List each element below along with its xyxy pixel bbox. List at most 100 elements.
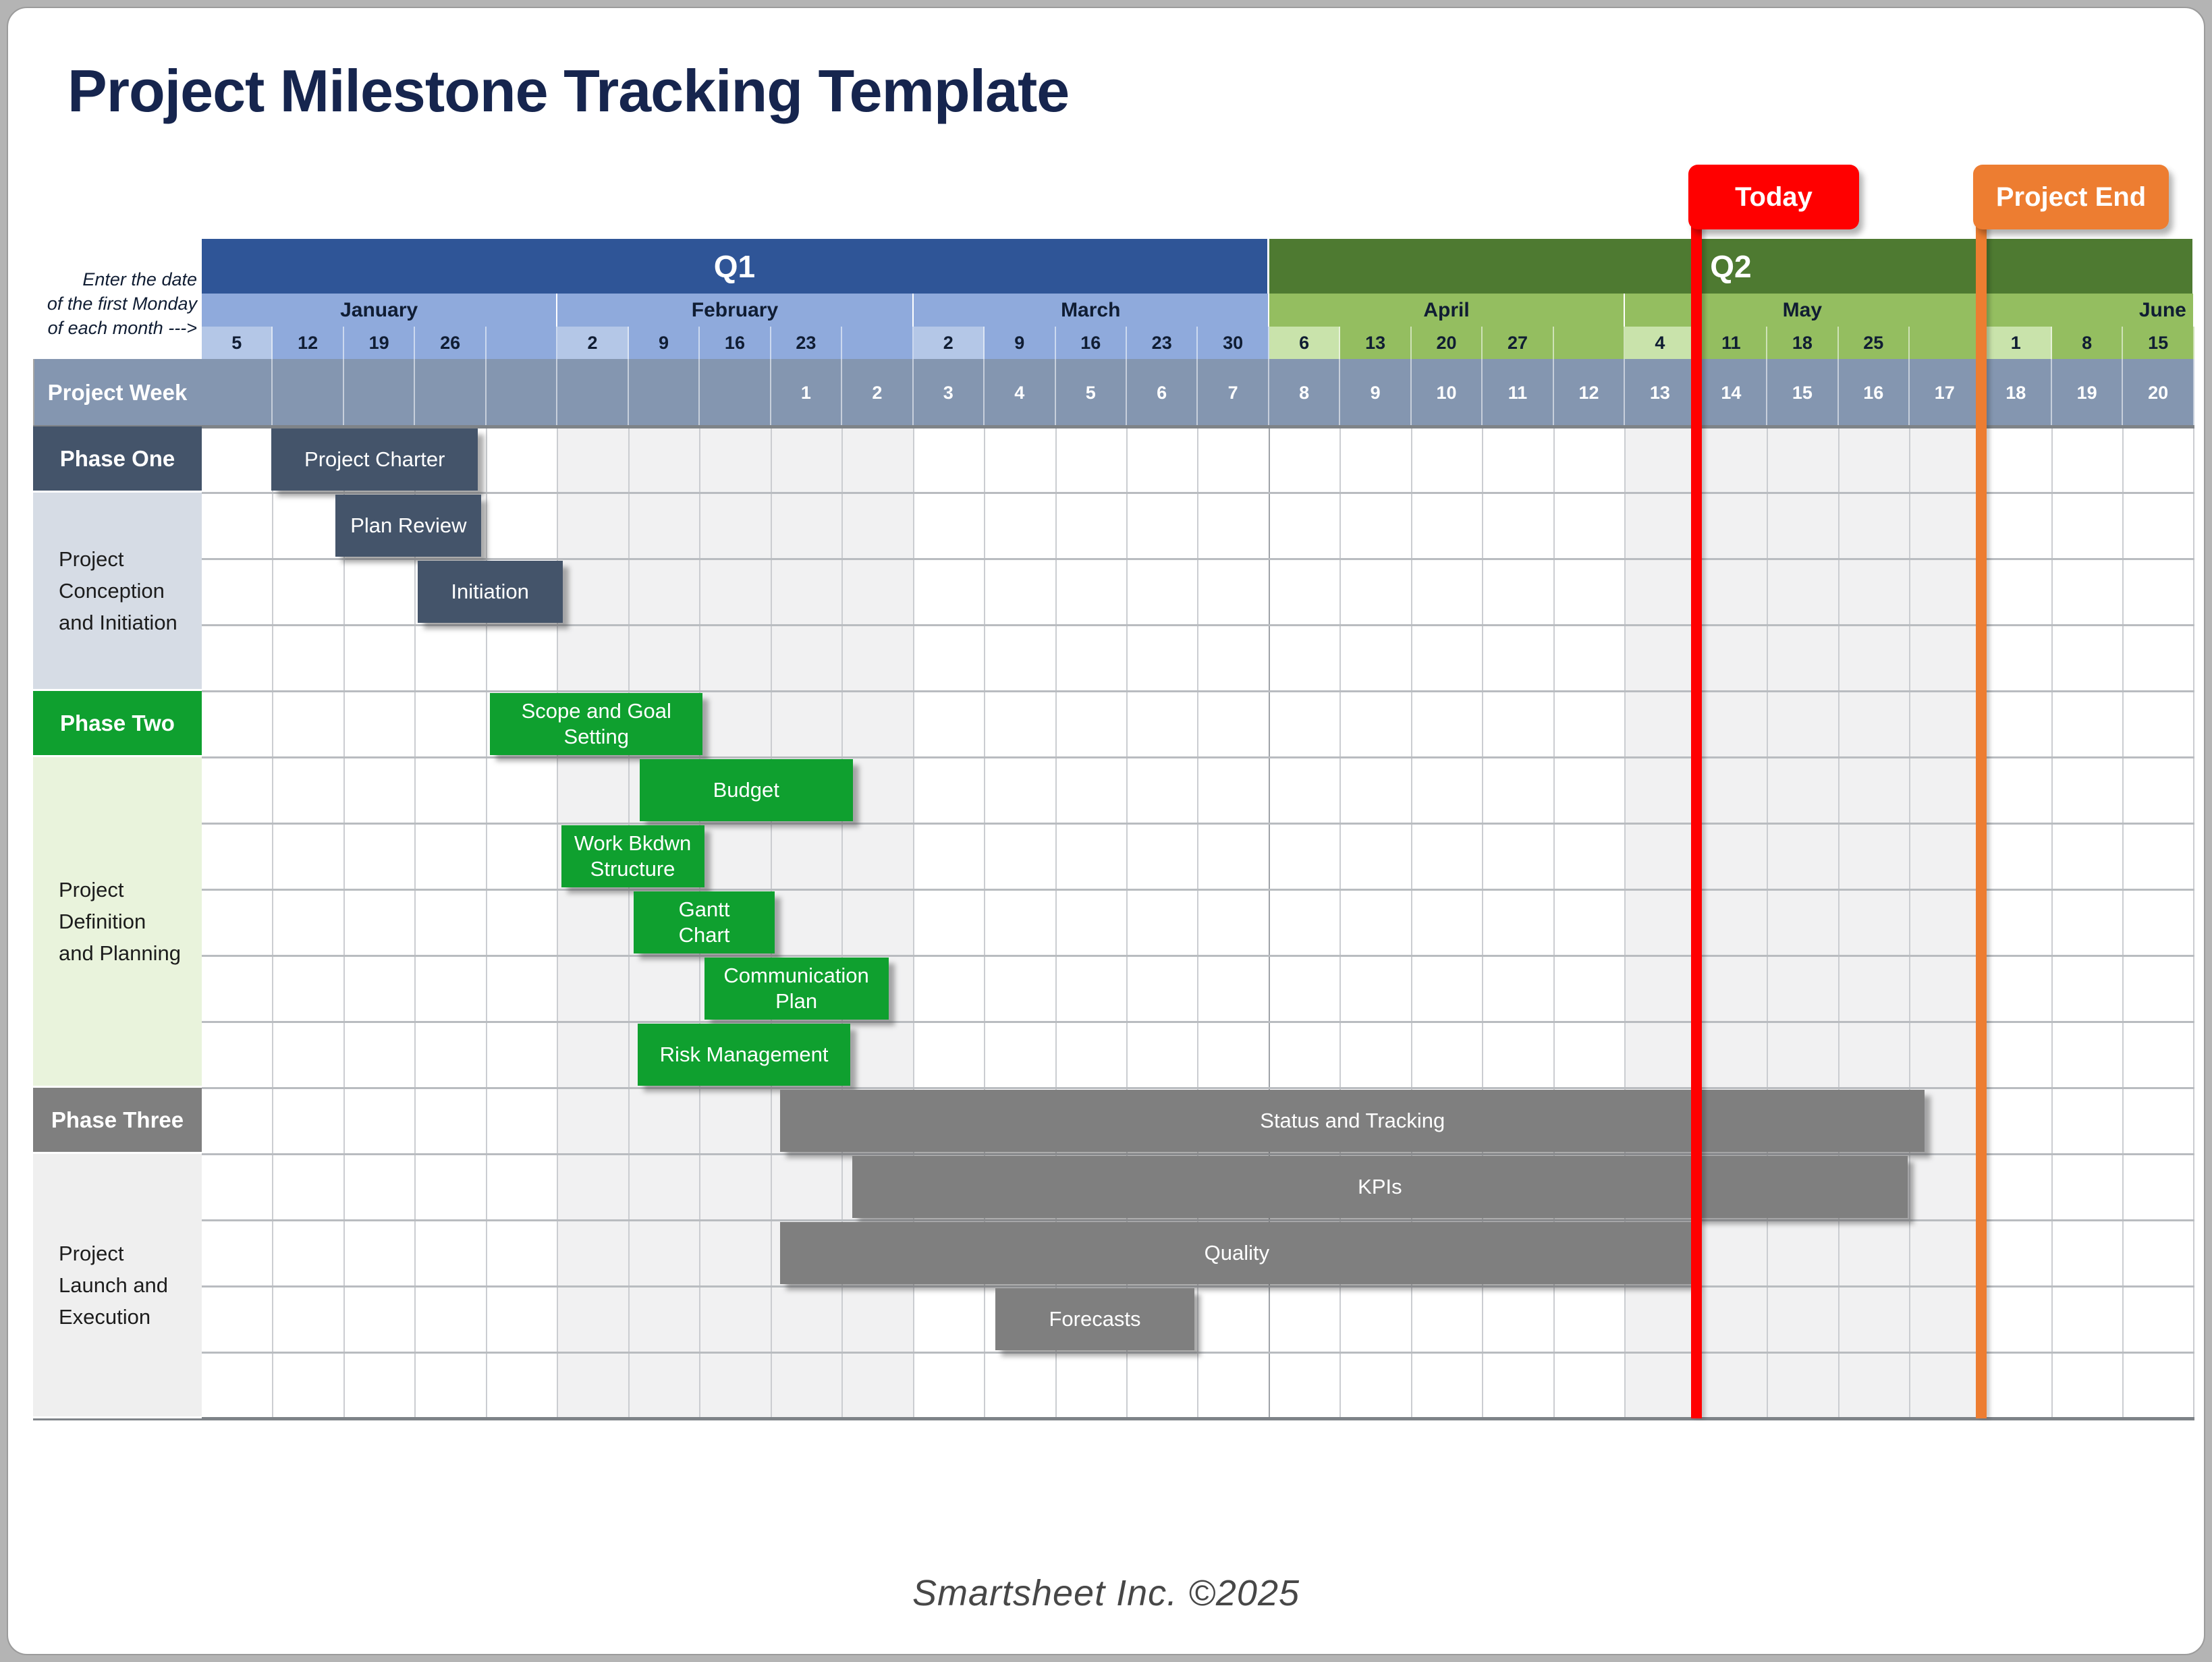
- week-number-cell: 16: [1838, 359, 1910, 426]
- grid-vline: [1553, 426, 1555, 1418]
- quarter-header: Q2: [1269, 239, 2194, 294]
- week-number-cell: 7: [1198, 359, 1269, 426]
- date-cell: 26: [415, 327, 487, 359]
- week-number-cell: [628, 359, 700, 426]
- date-cell: [1910, 327, 1981, 359]
- date-cell: 30: [1198, 327, 1269, 359]
- grid-vline: [912, 426, 914, 1418]
- date-cell: 11: [1696, 327, 1768, 359]
- grid-hline: [33, 1153, 2194, 1155]
- date-cell: 25: [1838, 327, 1910, 359]
- task-bar[interactable]: Quality: [780, 1222, 1694, 1284]
- week-number-cell: 11: [1483, 359, 1554, 426]
- grid-hline: [33, 1021, 2194, 1023]
- grid-vline: [272, 426, 274, 1418]
- grid-vline: [1126, 426, 1128, 1418]
- week-number-cell: 20: [2123, 359, 2194, 426]
- today-flag-label: Today: [1735, 182, 1813, 212]
- grid-vline: [1624, 426, 1626, 1418]
- date-cell: 9: [985, 327, 1056, 359]
- date-cell: 15: [2123, 327, 2194, 359]
- project-end-flag[interactable]: Project End: [1973, 165, 2169, 229]
- date-cell: 18: [1767, 327, 1839, 359]
- grid-vline: [2122, 426, 2124, 1418]
- grid-vline: [485, 426, 487, 1418]
- today-flag[interactable]: Today: [1688, 165, 1859, 229]
- grid-hline: [33, 558, 2194, 560]
- week-number-cell: [343, 359, 416, 426]
- footer-credit: Smartsheet Inc. ©2025: [912, 1573, 1300, 1613]
- grid-vline: [2051, 426, 2053, 1418]
- week-number-cell: [273, 359, 344, 426]
- today-line[interactable]: [1690, 224, 1702, 1418]
- grid-vline: [1197, 426, 1199, 1418]
- month-header: February: [557, 294, 914, 327]
- task-bar[interactable]: Risk Management: [638, 1024, 850, 1086]
- instruction-line: of the first Monday: [47, 294, 197, 314]
- instruction-note: Enter the date of the first Monday of ea…: [28, 267, 197, 340]
- task-bar[interactable]: KPIs: [852, 1156, 1908, 1218]
- task-bar[interactable]: Initiation: [417, 561, 563, 623]
- week-number-cell: 14: [1696, 359, 1768, 426]
- grid-hline: [33, 1417, 2194, 1420]
- instruction-line: Enter the date: [82, 269, 197, 289]
- week-number-cell: 9: [1340, 359, 1412, 426]
- week-number-cell: 15: [1767, 359, 1839, 426]
- week-number-cell: 13: [1625, 359, 1696, 426]
- grid-hline: [33, 624, 2194, 626]
- task-bar[interactable]: Project Charter: [271, 428, 478, 491]
- task-bar[interactable]: Budget: [639, 759, 853, 821]
- date-cell: 4: [1625, 327, 1696, 359]
- date-cell: 13: [1340, 327, 1412, 359]
- week-number-cell: [202, 359, 273, 426]
- month-header: March: [913, 294, 1269, 327]
- week-number-cell: 17: [1910, 359, 1981, 426]
- week-row-label-cell: Project Week: [33, 359, 202, 426]
- month-header: June: [1981, 294, 2194, 327]
- grid-hline: [33, 889, 2194, 891]
- grid-right-border: [2192, 426, 2194, 1418]
- date-cell: 2: [557, 327, 629, 359]
- week-number-cell: 1: [771, 359, 843, 426]
- phase-header: Phase Three: [33, 1088, 202, 1154]
- month-header: April: [1269, 294, 1626, 327]
- week-number-cell: 10: [1411, 359, 1483, 426]
- date-cell: 5: [202, 327, 273, 359]
- date-cell: [1553, 327, 1626, 359]
- month-header: May: [1625, 294, 1981, 327]
- date-cell: 23: [1126, 327, 1198, 359]
- grid-hline: [33, 955, 2194, 957]
- grid-vline: [1482, 426, 1484, 1418]
- template-page: Project Milestone Tracking Template Ente…: [7, 7, 2205, 1655]
- task-bar[interactable]: Plan Review: [335, 495, 482, 557]
- phase-header: Phase One: [33, 426, 202, 493]
- grid-vline: [1055, 426, 1057, 1418]
- grid-hline: [33, 1285, 2194, 1287]
- date-cell: 20: [1411, 327, 1483, 359]
- grid-vline: [841, 426, 844, 1418]
- date-cell: 12: [273, 327, 344, 359]
- project-end-flag-label: Project End: [1995, 182, 2147, 212]
- week-number-cell: [557, 359, 629, 426]
- date-cell: 6: [1269, 327, 1341, 359]
- date-cell: [842, 327, 914, 359]
- date-cell: 23: [771, 327, 843, 359]
- task-bar[interactable]: Forecasts: [995, 1288, 1195, 1350]
- grid-vline: [1767, 426, 1769, 1418]
- grid-vline: [1410, 426, 1412, 1418]
- task-bar[interactable]: Status and Tracking: [780, 1090, 1925, 1152]
- week-number-cell: [415, 359, 487, 426]
- grid-hline: [33, 690, 2194, 692]
- grid-hline: [33, 1352, 2194, 1354]
- week-number-cell: 6: [1126, 359, 1198, 426]
- grid-vline: [1339, 426, 1342, 1418]
- project-end-line[interactable]: [1975, 224, 1987, 1418]
- week-number-cell: 8: [1269, 359, 1341, 426]
- grid-hline: [33, 1219, 2194, 1221]
